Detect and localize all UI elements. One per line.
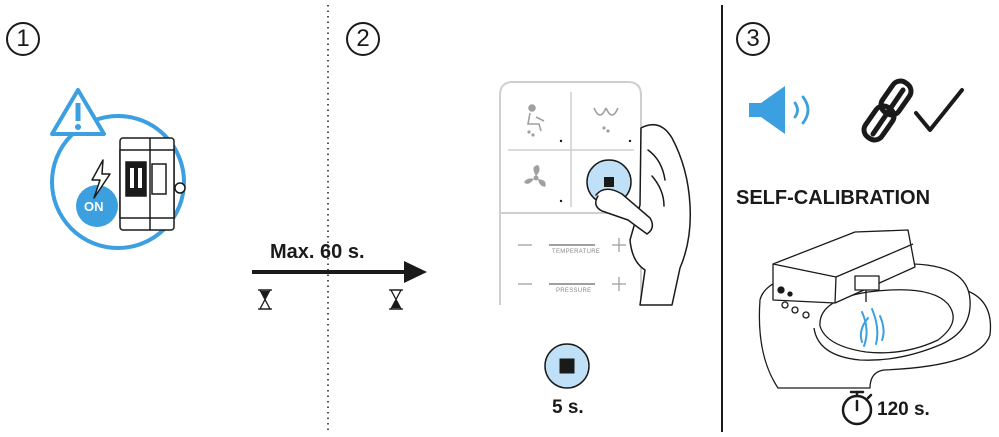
dryer-fan-icon xyxy=(524,165,546,187)
hourglass-empty-icon xyxy=(389,289,403,310)
water-spray-icon xyxy=(859,308,885,347)
step-2-number: 2 xyxy=(346,22,380,56)
step-1-number: 1 xyxy=(6,22,40,56)
lightning-icon xyxy=(91,159,111,199)
warning-icon xyxy=(50,88,106,136)
breaker-circle xyxy=(50,114,186,250)
checkmark-icon xyxy=(914,88,964,132)
stop-button-icon xyxy=(544,343,590,389)
hand-icon xyxy=(595,123,692,306)
remote-control xyxy=(499,81,642,305)
timer-label: Max. 60 s. xyxy=(270,241,365,263)
hourglass-full-icon xyxy=(258,289,272,310)
speaker-icon xyxy=(749,86,810,134)
hold-duration-label: 5 s. xyxy=(552,397,584,418)
step-3-number: 3 xyxy=(736,22,770,56)
link-icon xyxy=(861,78,914,143)
calibration-duration-label: 120 s. xyxy=(877,399,930,420)
pressure-label: PRESSURE xyxy=(556,288,592,294)
circuit-breaker-icon xyxy=(119,137,186,231)
pressure-slider xyxy=(518,277,626,291)
on-badge xyxy=(76,185,118,227)
temperature-slider xyxy=(518,238,626,252)
breaker-illustration xyxy=(50,88,186,250)
toilet-icon xyxy=(758,229,992,389)
on-badge-label: ON xyxy=(84,199,104,214)
arrow-right-icon xyxy=(252,261,427,283)
front-wash-icon xyxy=(593,107,619,133)
stopwatch-icon xyxy=(841,390,873,426)
rear-wash-icon xyxy=(527,104,545,137)
self-calibration-title: SELF-CALIBRATION xyxy=(736,187,931,209)
temperature-label: TEMPERATURE xyxy=(552,249,601,255)
